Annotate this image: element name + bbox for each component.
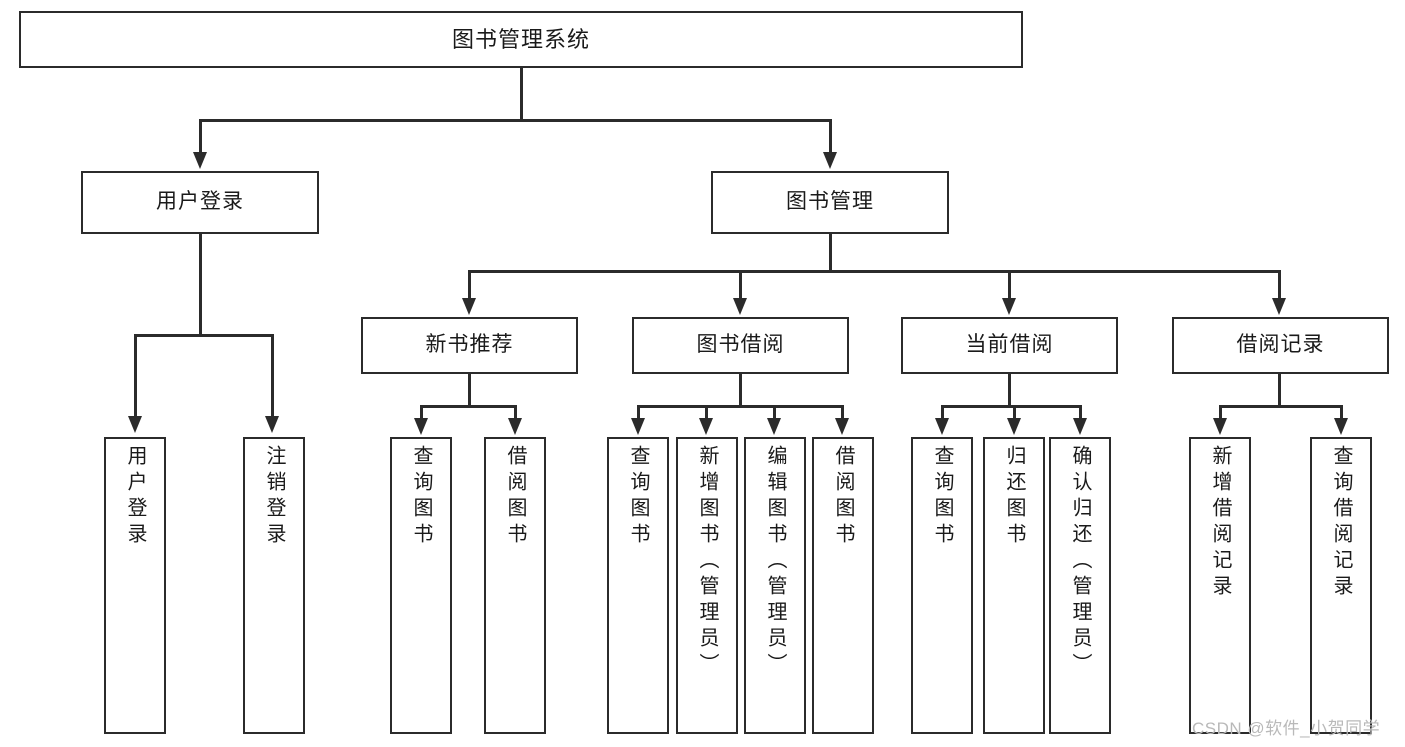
arrow-to-leaf-user-login <box>128 416 142 433</box>
node-book-borrow-label: 图书借阅 <box>696 333 785 357</box>
connector-to-leaf-add-book <box>705 405 708 420</box>
arrow-to-borrow-record <box>1272 298 1286 315</box>
connector-user-login-bus <box>134 334 273 337</box>
node-leaf-logout-login-label: 注销登录 <box>263 445 285 549</box>
node-root[interactable]: 图书管理系统 <box>19 11 1023 68</box>
arrow-to-book-borrow <box>733 298 747 315</box>
connector-book-manage-stem <box>829 234 832 271</box>
node-book-manage[interactable]: 图书管理 <box>711 171 949 234</box>
connector-to-leaf-confirm-return <box>1079 405 1082 420</box>
connector-to-leaf-add-borrow-record <box>1219 405 1222 420</box>
node-leaf-borrow-book-2-label: 借阅图书 <box>832 445 854 549</box>
node-leaf-edit-book[interactable]: 编辑图书（管理员） <box>744 437 806 734</box>
connector-new-book-recommend-bus <box>420 405 515 408</box>
node-user-login-label: 用户登录 <box>156 190 244 214</box>
connector-borrow-record-stem <box>1278 374 1281 406</box>
node-user-login[interactable]: 用户登录 <box>81 171 319 234</box>
node-new-book-recommend-label: 新书推荐 <box>425 333 514 357</box>
node-leaf-confirm-return[interactable]: 确认归还（管理员） <box>1049 437 1111 734</box>
node-leaf-query-borrow-record[interactable]: 查询借阅记录 <box>1310 437 1372 734</box>
connector-level2-bus <box>468 270 1280 273</box>
node-borrow-record[interactable]: 借阅记录 <box>1172 317 1389 374</box>
connector-new-book-recommend-stem <box>468 374 471 406</box>
node-leaf-confirm-return-label: 确认归还（管理员） <box>1069 445 1091 679</box>
connector-to-leaf-edit-book <box>773 405 776 420</box>
node-borrow-record-label: 借阅记录 <box>1236 333 1325 357</box>
connector-to-leaf-query-book-2 <box>637 405 640 420</box>
connector-to-leaf-query-borrow-record <box>1340 405 1343 420</box>
connector-level1-bus <box>199 119 831 122</box>
arrow-to-leaf-query-book-1 <box>414 418 428 435</box>
node-leaf-return-book-label: 归还图书 <box>1003 445 1025 549</box>
node-leaf-borrow-book-2[interactable]: 借阅图书 <box>812 437 874 734</box>
node-leaf-add-borrow-record-label: 新增借阅记录 <box>1209 445 1231 601</box>
arrow-to-leaf-query-borrow-record <box>1334 418 1348 435</box>
connector-to-leaf-query-book-3 <box>941 405 944 420</box>
node-leaf-query-book-3[interactable]: 查询图书 <box>911 437 973 734</box>
arrow-to-new-book-recommend <box>462 298 476 315</box>
node-leaf-borrow-book-1-label: 借阅图书 <box>504 445 526 549</box>
arrow-to-book-manage <box>823 152 837 169</box>
node-leaf-query-book-2[interactable]: 查询图书 <box>607 437 669 734</box>
connector-to-new-book-recommend <box>468 270 471 300</box>
connector-book-borrow-stem <box>739 374 742 406</box>
arrow-to-leaf-return-book <box>1007 418 1021 435</box>
connector-to-borrow-record <box>1278 270 1281 300</box>
arrow-to-leaf-query-book-3 <box>935 418 949 435</box>
connector-to-leaf-return-book <box>1013 405 1016 420</box>
arrow-to-leaf-confirm-return <box>1073 418 1087 435</box>
arrow-to-current-borrow <box>1002 298 1016 315</box>
connector-to-user-login <box>199 119 202 155</box>
node-new-book-recommend[interactable]: 新书推荐 <box>361 317 578 374</box>
connector-user-login-stem <box>199 234 202 335</box>
connector-root-stem <box>520 68 523 120</box>
connector-to-book-manage <box>829 119 832 155</box>
node-leaf-user-login[interactable]: 用户登录 <box>104 437 166 734</box>
node-leaf-return-book[interactable]: 归还图书 <box>983 437 1045 734</box>
node-leaf-user-login-label: 用户登录 <box>124 445 146 549</box>
arrow-to-leaf-add-book <box>699 418 713 435</box>
arrow-to-leaf-borrow-book-2 <box>835 418 849 435</box>
node-leaf-logout-login[interactable]: 注销登录 <box>243 437 305 734</box>
connector-to-book-borrow <box>739 270 742 300</box>
connector-to-leaf-query-book-1 <box>420 405 423 420</box>
node-leaf-add-book[interactable]: 新增图书（管理员） <box>676 437 738 734</box>
node-current-borrow-label: 当前借阅 <box>965 333 1054 357</box>
node-leaf-add-borrow-record[interactable]: 新增借阅记录 <box>1189 437 1251 734</box>
arrow-to-user-login <box>193 152 207 169</box>
node-leaf-borrow-book-1[interactable]: 借阅图书 <box>484 437 546 734</box>
connector-current-borrow-stem <box>1008 374 1011 406</box>
node-leaf-query-borrow-record-label: 查询借阅记录 <box>1330 445 1352 601</box>
arrow-to-leaf-query-book-2 <box>631 418 645 435</box>
connector-book-borrow-bus <box>637 405 843 408</box>
connector-to-leaf-user-login <box>134 334 137 418</box>
node-book-borrow[interactable]: 图书借阅 <box>632 317 849 374</box>
node-current-borrow[interactable]: 当前借阅 <box>901 317 1118 374</box>
connector-to-leaf-logout-login <box>271 334 274 418</box>
arrow-to-leaf-logout-login <box>265 416 279 433</box>
connector-borrow-record-bus <box>1219 405 1342 408</box>
node-leaf-query-book-1[interactable]: 查询图书 <box>390 437 452 734</box>
node-leaf-edit-book-label: 编辑图书（管理员） <box>764 445 786 679</box>
arrow-to-leaf-borrow-book-1 <box>508 418 522 435</box>
node-leaf-query-book-1-label: 查询图书 <box>410 445 432 549</box>
connector-to-leaf-borrow-book-2 <box>841 405 844 420</box>
connector-to-current-borrow <box>1008 270 1011 300</box>
connector-current-borrow-bus <box>941 405 1080 408</box>
arrow-to-leaf-edit-book <box>767 418 781 435</box>
node-leaf-query-book-3-label: 查询图书 <box>931 445 953 549</box>
node-leaf-add-book-label: 新增图书（管理员） <box>696 445 718 679</box>
arrow-to-leaf-add-borrow-record <box>1213 418 1227 435</box>
node-book-manage-label: 图书管理 <box>786 190 874 214</box>
node-root-label: 图书管理系统 <box>451 26 590 52</box>
node-leaf-query-book-2-label: 查询图书 <box>627 445 649 549</box>
connector-to-leaf-borrow-book-1 <box>514 405 517 420</box>
